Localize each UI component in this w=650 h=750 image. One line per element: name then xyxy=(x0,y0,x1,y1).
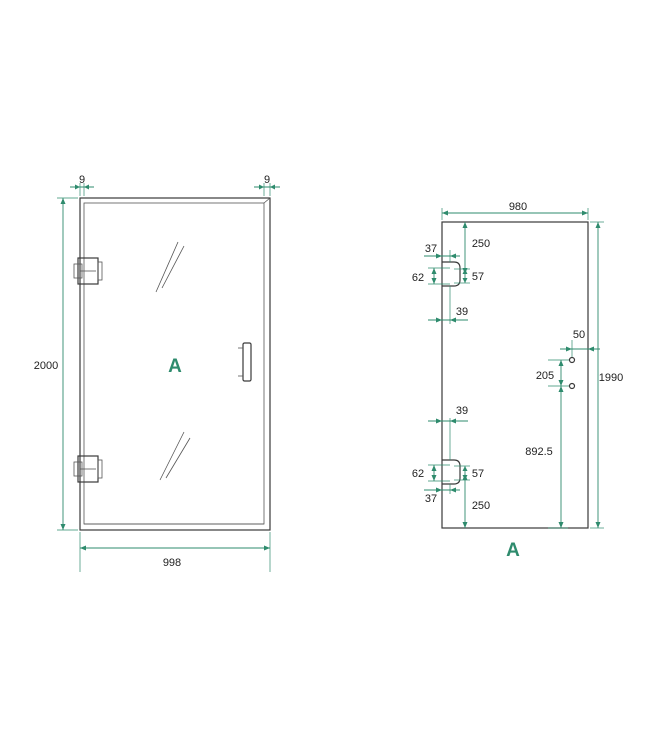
dim-label-panel-width: 980 xyxy=(509,201,527,213)
left-view-label: A xyxy=(168,356,182,377)
upper-hinge-cutout xyxy=(442,261,461,287)
glass-panel-outline xyxy=(441,221,589,529)
dim-width: 998 xyxy=(79,532,271,572)
dim-label-upper-top-offset: 250 xyxy=(472,238,490,250)
dim-upper-hinge-edge-offset: 37 xyxy=(424,243,460,262)
dim-label-handle-hole-spacing: 205 xyxy=(536,370,554,382)
dim-label-lower-hole-height: 57 xyxy=(472,468,484,480)
frame-corner-line xyxy=(263,197,271,204)
lower-hinge-cutout xyxy=(442,459,461,485)
upper-hinge xyxy=(73,257,103,285)
dim-label-top-right-gap: 9 xyxy=(264,174,270,186)
glass-reflection-bottom xyxy=(159,431,191,481)
dim-lower-hinge-inset: 39 xyxy=(428,405,468,460)
dim-label-upper-hole-span: 62 xyxy=(412,272,424,284)
dim-label-upper-edge-offset: 37 xyxy=(425,243,437,255)
dim-upper-hinge-hole-span: 62 xyxy=(412,267,450,285)
right-view: A 980 1990 250 xyxy=(412,201,623,561)
dim-label-upper-inset: 39 xyxy=(456,306,468,318)
dim-lower-hinge-hole-height: 57 xyxy=(454,465,484,481)
dim-label-lower-inset: 39 xyxy=(456,405,468,417)
dim-upper-hinge-hole-height: 57 xyxy=(454,268,484,284)
dim-lower-hinge-edge-offset: 37 xyxy=(424,484,460,505)
dim-label-lower-edge-offset: 37 xyxy=(425,493,437,505)
dim-label-height: 2000 xyxy=(34,360,58,372)
dim-upper-hinge-top-offset: 250 xyxy=(462,222,490,274)
dim-label-lower-bottom-offset: 250 xyxy=(472,500,490,512)
door-frame-outline xyxy=(79,197,271,531)
handle-hole-top xyxy=(568,356,576,364)
dim-height: 2000 xyxy=(34,197,78,531)
dim-handle-height: 892.5 xyxy=(525,386,568,529)
left-view: A 9 9 2000 xyxy=(34,174,280,572)
dim-label-handle-edge-offset: 50 xyxy=(573,329,585,341)
door-handle xyxy=(238,342,252,382)
dim-label-top-left-gap: 9 xyxy=(79,174,85,186)
dim-panel-width: 980 xyxy=(441,201,589,220)
dim-lower-hinge-hole-span: 62 xyxy=(412,464,450,482)
handle-hole-bottom xyxy=(568,382,576,390)
dim-label-upper-hole-height: 57 xyxy=(472,271,484,283)
dim-label-width: 998 xyxy=(163,557,181,569)
lower-hinge xyxy=(73,455,103,483)
glass-reflection-top xyxy=(155,241,185,293)
dim-top-left-gap: 9 xyxy=(70,174,94,196)
dim-top-right-gap: 9 xyxy=(254,174,280,196)
right-view-label: A xyxy=(506,540,520,561)
dim-lower-hinge-bottom-offset: 250 xyxy=(462,474,490,528)
dim-handle-hole-spacing: 205 xyxy=(536,359,569,387)
dim-label-handle-height: 892.5 xyxy=(525,446,553,458)
dim-label-lower-hole-span: 62 xyxy=(412,468,424,480)
dim-panel-height: 1990 xyxy=(590,221,623,529)
dim-upper-hinge-inset: 39 xyxy=(428,286,468,324)
dim-handle-edge-offset: 50 xyxy=(560,329,600,357)
dim-label-panel-height: 1990 xyxy=(599,372,623,384)
